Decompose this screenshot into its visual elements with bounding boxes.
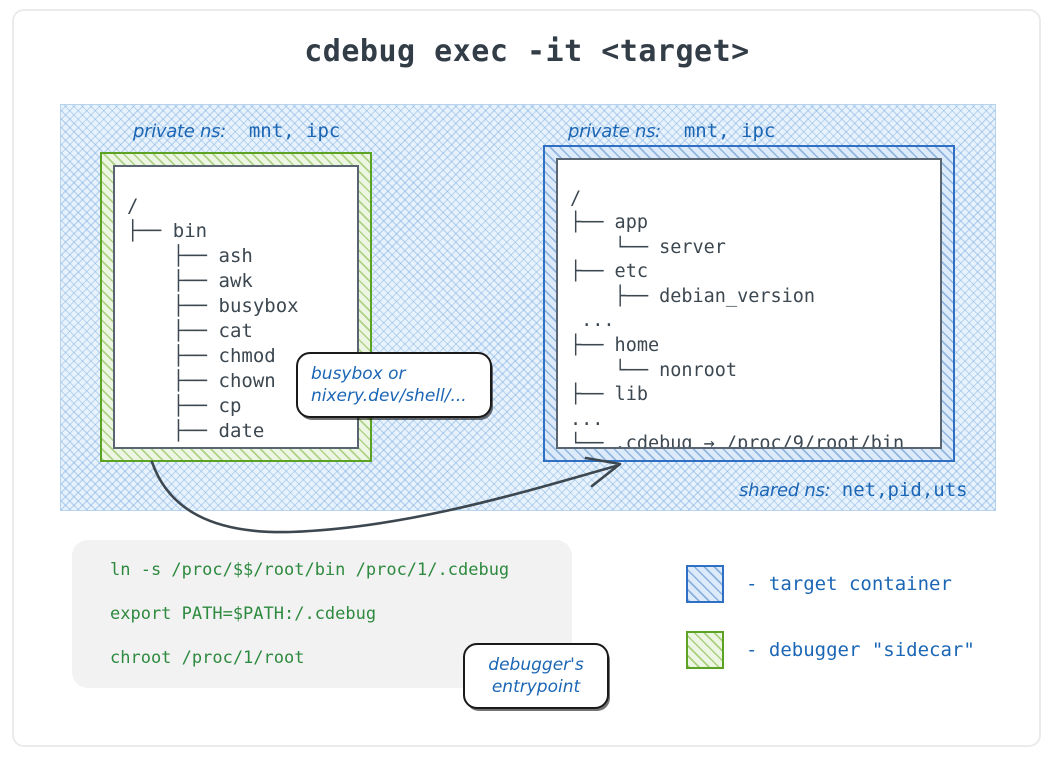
callout-busybox: busybox or nixery.dev/shell/... [296,352,492,418]
legend-label-target: - target container [746,573,952,595]
private-ns-prefix-target: private ns: [568,121,661,142]
callout-debugger-entrypoint: debugger's entrypoint [463,643,609,709]
debugger-sidecar-container: / ├── bin ├── ash ├── awk ├── busybox ├─… [100,152,372,462]
target-filesystem-pane: / ├── app └── server ├── etc ├── debian_… [556,158,942,449]
legend-row-target: - target container [686,565,975,603]
shared-ns-prefix: shared ns: [739,480,831,501]
private-ns-prefix-sidecar: private ns: [133,121,226,142]
code-line-1: ln -s /proc/$$/root/bin /proc/1/.cdebug [110,560,510,580]
shared-ns-values: net,pid,uts [841,479,968,501]
private-ns-values-sidecar: mnt, ipc [248,120,341,142]
shared-ns-label: shared ns: net,pid,uts [739,481,968,500]
target-file-tree: / ├── app └── server ├── etc ├── debian_… [570,187,905,449]
sidecar-to-target-arrow [150,456,622,534]
legend-label-sidecar: - debugger "sidecar" [746,639,975,661]
private-ns-values-target: mnt, ipc [683,120,776,142]
sidecar-file-tree: / ├── bin ├── ash ├── awk ├── busybox ├─… [127,195,299,447]
private-ns-label-target: private ns: mnt, ipc [568,122,775,141]
target-container: / ├── app └── server ├── etc ├── debian_… [543,145,955,462]
private-ns-label-sidecar: private ns: mnt, ipc [133,122,340,141]
legend-row-sidecar: - debugger "sidecar" [686,631,975,669]
sidecar-swatch-icon [686,631,724,669]
target-swatch-icon [686,565,724,603]
code-line-2: export PATH=$PATH:/.cdebug [110,604,377,624]
page-frame [12,9,1041,747]
legend: - target container - debugger "sidecar" [686,565,975,697]
page-title: cdebug exec -it <target> [304,34,750,69]
code-line-3: chroot /proc/1/root [110,648,305,668]
